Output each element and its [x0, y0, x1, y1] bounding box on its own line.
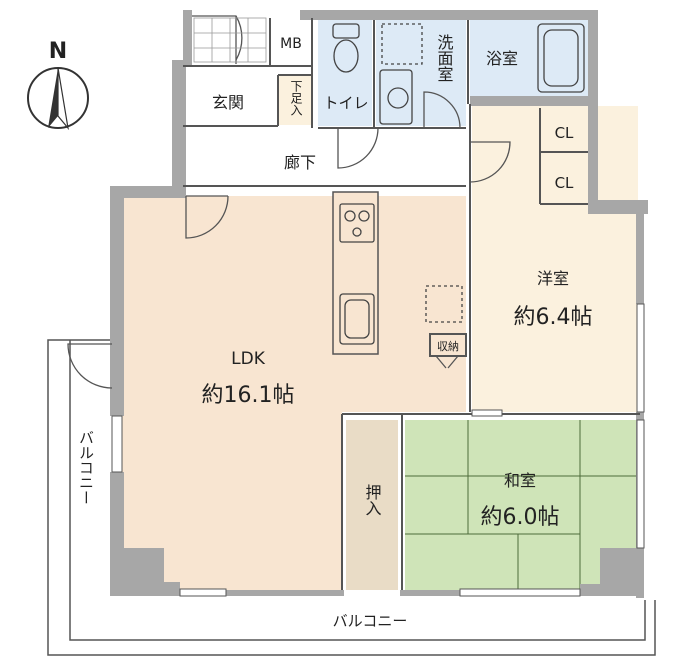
- closet-1-label: CL: [555, 124, 574, 142]
- japanese-name: 和室: [504, 471, 536, 490]
- tatami-lines: [405, 420, 638, 590]
- compass-needle-icon: [48, 68, 58, 128]
- washroom-floor: [376, 20, 466, 126]
- storage-floor: [432, 336, 464, 354]
- western-name: 洋室: [537, 269, 569, 288]
- washroom-label: 洗面室: [435, 34, 454, 82]
- bathroom-label: 浴室: [486, 49, 518, 68]
- washer-space: [381, 23, 423, 65]
- western-size: 約6.4帖: [514, 305, 593, 330]
- room-labels: MB 玄関 下足入 トイレ 洗面室 浴室 CL CL 廊下 LDK 約16.1帖…: [77, 34, 593, 630]
- balcony-south-label: バルコニー: [333, 612, 408, 630]
- interior-walls: [183, 18, 640, 590]
- western-floor: [472, 106, 638, 412]
- balcony-west-label: バルコニー: [77, 430, 95, 505]
- windows: [111, 303, 645, 597]
- bathtub-fixture: [537, 23, 585, 93]
- doors: [67, 15, 511, 389]
- japanese-floor: [405, 420, 638, 590]
- mb-floor: [270, 18, 312, 66]
- balcony-outline: [47, 339, 656, 656]
- entrance-label: 玄関: [212, 93, 244, 112]
- toilet-label: トイレ: [323, 94, 368, 112]
- compass-label: N: [49, 39, 67, 64]
- oshiire-floor: [346, 420, 398, 590]
- shoe-box-floor: [278, 75, 311, 125]
- sink-fixture: [339, 293, 375, 345]
- japanese-size: 約6.0帖: [481, 505, 560, 530]
- ldk-size: 約16.1帖: [202, 383, 295, 408]
- bathroom-floor: [470, 20, 588, 100]
- shoe-box-label: 下足入: [289, 80, 303, 116]
- hallway-label: 廊下: [284, 153, 316, 172]
- storage-label: 収納: [437, 340, 459, 353]
- toilet-fixture: [332, 23, 360, 73]
- ldk-floor: [122, 196, 466, 590]
- entrance-floor: [183, 75, 277, 125]
- stove-fixture: [339, 203, 375, 243]
- entrance-tiles: [193, 17, 267, 63]
- ldk-name: LDK: [231, 349, 266, 369]
- closet-2-label: CL: [555, 174, 574, 192]
- oshiire-label: 押入: [363, 484, 382, 516]
- washbasin-fixture: [379, 69, 413, 125]
- floor-fills: [122, 18, 638, 590]
- compass: N: [27, 39, 89, 131]
- fridge-space: [425, 285, 463, 323]
- fixtures: [193, 17, 585, 345]
- mb-label: MB: [280, 36, 302, 52]
